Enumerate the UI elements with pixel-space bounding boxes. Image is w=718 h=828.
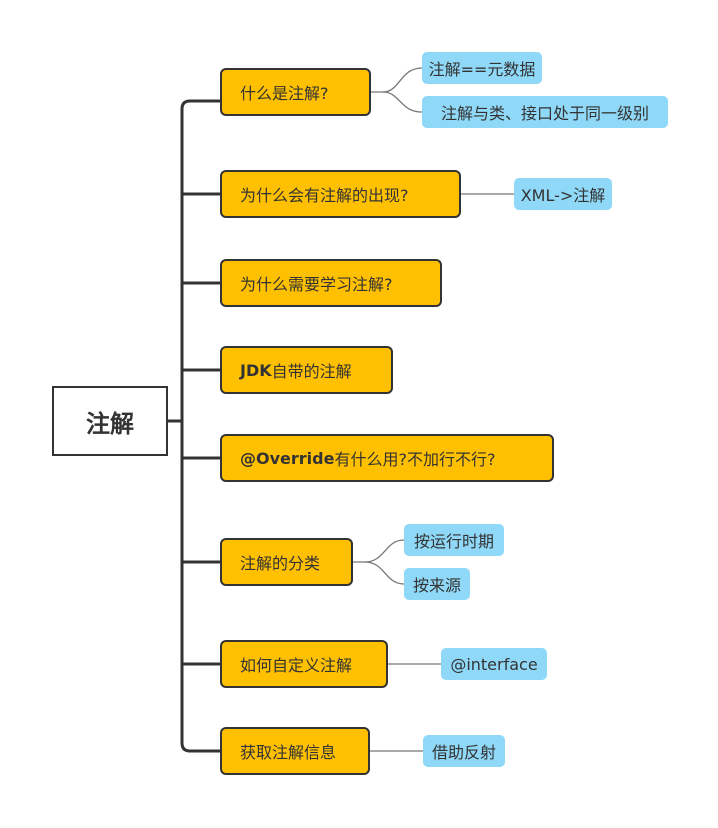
topic-why-learn-annotations[interactable]: 为什么需要学习注解? [220, 259, 442, 307]
topic-label-keyword: JDK [240, 360, 272, 380]
topic-annotation-classification[interactable]: 注解的分类 [220, 538, 353, 586]
subtopic-by-source[interactable]: 按来源 [404, 568, 470, 600]
subtopic-via-reflection[interactable]: 借助反射 [423, 735, 505, 767]
leaf-connector [364, 561, 405, 585]
root-topic[interactable]: 注解 [52, 386, 168, 456]
topic-why-annotations-appeared[interactable]: 为什么会有注解的出现? [220, 170, 461, 218]
subtopic-interface-keyword[interactable]: @interface [441, 648, 547, 680]
topic-what-is-annotation[interactable]: 什么是注解? [220, 68, 371, 116]
subtopic-xml-to-annotation[interactable]: XML->注解 [514, 178, 612, 210]
topic-label-rest: 有什么用?不加行不行? [334, 450, 496, 469]
topic-custom-annotation[interactable]: 如何自定义注解 [220, 640, 388, 688]
topic-label-rest: 自带的注解 [271, 362, 352, 381]
leaf-connector [371, 67, 423, 93]
topic-get-annotation-info[interactable]: 获取注解信息 [220, 727, 370, 775]
subtopic-annotation-is-metadata[interactable]: 注解==元数据 [422, 52, 542, 84]
leaf-connector [353, 539, 405, 563]
topic-label-keyword: @Override [240, 448, 335, 468]
trunk-connector [166, 99, 192, 753]
topic-jdk-builtin-annotations[interactable]: JDK 自带的注解 [220, 346, 393, 394]
subtopic-by-runtime[interactable]: 按运行时期 [404, 524, 504, 556]
subtopic-same-level-as-class[interactable]: 注解与类、接口处于同一级别 [422, 96, 668, 128]
leaf-connector [382, 91, 423, 113]
